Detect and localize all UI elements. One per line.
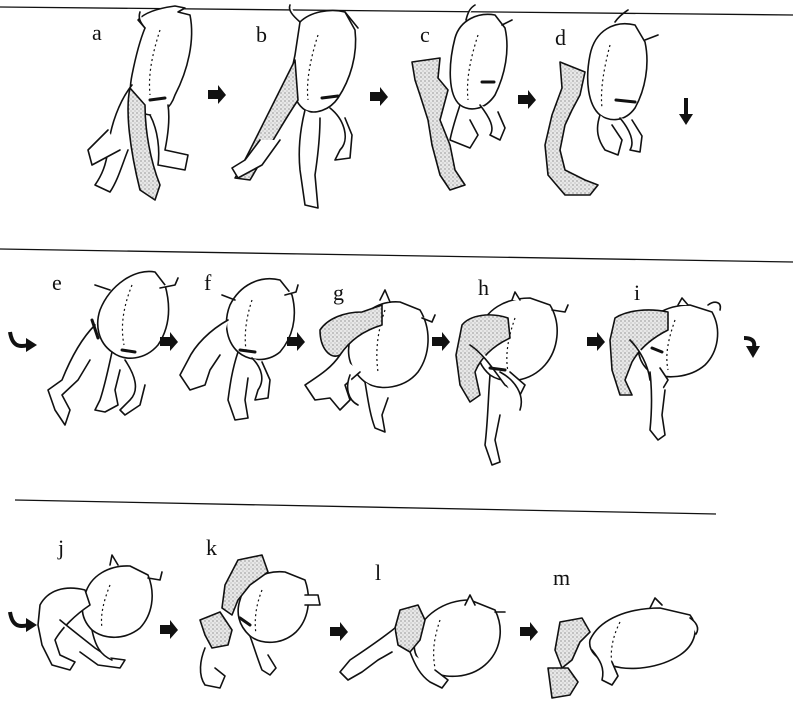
- panel-b: b: [232, 5, 358, 208]
- panel-label-l: l: [375, 560, 381, 585]
- panel-label-b: b: [256, 22, 267, 47]
- panel-label-f: f: [204, 270, 212, 295]
- panel-label-c: c: [420, 22, 430, 47]
- frog-figure-a: [88, 6, 192, 200]
- panel-d: d: [545, 10, 658, 195]
- row-divider-top: [0, 7, 793, 15]
- panel-a: a: [88, 6, 192, 200]
- arrow-right-icon: [208, 85, 226, 104]
- frog-figure-l: [340, 595, 505, 688]
- panel-label-i: i: [634, 280, 640, 305]
- arrow-right-icon: [518, 90, 536, 109]
- panel-j: j: [38, 535, 162, 670]
- frog-figure-g: [305, 290, 435, 432]
- arrow-curve-right-icon: [10, 612, 37, 632]
- panel-label-a: a: [92, 20, 102, 45]
- panel-label-g: g: [333, 280, 344, 305]
- frog-figure-j: [38, 555, 162, 670]
- panel-label-k: k: [206, 535, 217, 560]
- arrow-right-icon: [370, 87, 388, 106]
- frog-figure-k: [200, 555, 320, 688]
- frog-figure-b: [232, 5, 358, 208]
- arrow-down-icon: [679, 98, 693, 125]
- panel-label-j: j: [57, 535, 64, 560]
- frog-figure-e: [48, 271, 178, 425]
- arrow-right-icon: [160, 620, 178, 639]
- arrow-right-icon: [330, 622, 348, 641]
- panel-k: k: [200, 535, 320, 688]
- arrow-curve-right-icon: [10, 332, 37, 352]
- panel-label-h: h: [478, 275, 489, 300]
- frog-figure-i: [610, 298, 720, 440]
- arrow-right-icon: [432, 332, 450, 351]
- arrow-right-icon: [520, 622, 538, 641]
- frog-figure-f: [180, 279, 298, 420]
- panel-g: g: [305, 280, 435, 432]
- panel-label-m: m: [553, 565, 570, 590]
- row-divider-1: [0, 249, 793, 262]
- arrow-down-icon: [744, 338, 760, 358]
- frog-figure-m: [548, 598, 698, 698]
- panel-label-d: d: [555, 25, 566, 50]
- row-divider-2: [15, 500, 716, 514]
- panel-i: i: [610, 280, 720, 440]
- frog-figure-h: [456, 292, 568, 465]
- panel-f: f: [180, 270, 298, 420]
- panel-e: e: [48, 270, 178, 425]
- panel-c: c: [412, 5, 512, 190]
- panel-m: m: [548, 565, 698, 698]
- panel-h: h: [456, 275, 568, 465]
- arrow-right-icon: [587, 332, 605, 351]
- panel-l: l: [340, 560, 505, 688]
- panel-label-e: e: [52, 270, 62, 295]
